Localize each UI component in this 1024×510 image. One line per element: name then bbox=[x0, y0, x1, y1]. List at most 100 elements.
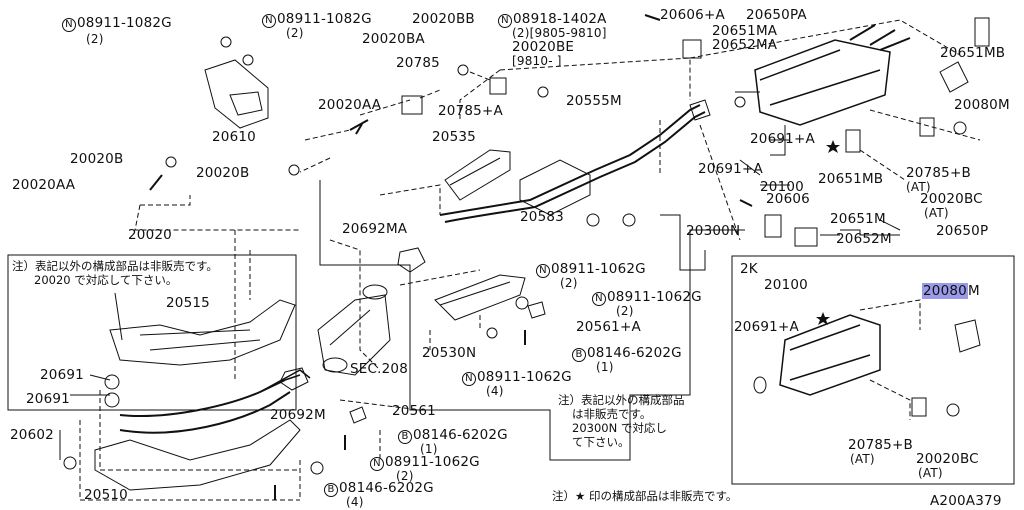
label-20300n: 20300N bbox=[686, 223, 741, 239]
label-20100-top: 20100 bbox=[760, 179, 804, 195]
label-20515: 20515 bbox=[166, 295, 210, 311]
label-20652m: 20652M bbox=[836, 231, 892, 247]
drawing-code: A200A379 bbox=[930, 493, 1002, 509]
front-pipe-flange bbox=[259, 369, 311, 393]
inset-nut-20020bc bbox=[946, 403, 960, 417]
nut-08911-1062g-e bbox=[310, 461, 324, 475]
main-muffler bbox=[754, 39, 891, 126]
bolt-20606 bbox=[644, 14, 753, 207]
catalytic-converter bbox=[317, 294, 391, 376]
label-20785b-top: 20785+B bbox=[906, 165, 971, 181]
nut-08911-1062g-d bbox=[486, 327, 498, 339]
label-20785a: 20785+A bbox=[438, 103, 503, 119]
inset-muffler bbox=[779, 314, 881, 396]
label-qty: (2) bbox=[560, 276, 578, 290]
cat-flange-bottom bbox=[322, 357, 348, 373]
inset-label-20080m[interactable]: 20080M bbox=[922, 283, 980, 299]
stud-20020aa-left bbox=[149, 174, 163, 191]
inset-code-label: 2K bbox=[740, 261, 758, 277]
nut-20020b-mid bbox=[288, 164, 300, 176]
label-20020bb: 20020BB bbox=[412, 11, 475, 27]
circle-n-mark: N bbox=[592, 292, 606, 306]
hanger-20651m bbox=[764, 214, 782, 238]
center-pipe-edge bbox=[444, 111, 706, 223]
label-20691-a: 20691 bbox=[40, 367, 84, 383]
highlighted-part-number[interactable]: 20080 bbox=[922, 283, 968, 299]
note-left-line-2: 20020 で対応して下さい。 bbox=[34, 273, 178, 287]
clamp-20785b bbox=[919, 117, 935, 137]
label-qty: (1) bbox=[420, 442, 438, 456]
label-20555m: 20555M bbox=[566, 93, 622, 109]
nut-08911-1062g-c bbox=[515, 296, 529, 310]
nut-08911-1062g-a bbox=[586, 213, 600, 227]
label-20651m: 20651M bbox=[830, 211, 886, 227]
gasket-20691-b bbox=[104, 392, 120, 408]
label-qty: (1) bbox=[596, 360, 614, 374]
label-20510: 20510 bbox=[84, 487, 128, 503]
label-20535: 20535 bbox=[432, 129, 476, 145]
circle-n-mark: N bbox=[370, 457, 384, 471]
presilencer bbox=[519, 159, 591, 216]
label-qty-date: (2)[9805-9810] bbox=[512, 26, 607, 40]
nut-08911-1062g-b bbox=[622, 213, 636, 227]
circle-n-mark: N bbox=[498, 14, 512, 28]
circle-n-mark: N bbox=[536, 264, 550, 278]
label-20691-b: 20691 bbox=[26, 391, 70, 407]
leader-muffler-solid bbox=[735, 91, 790, 186]
leader-mid bbox=[329, 184, 441, 371]
label-20020: 20020 bbox=[128, 227, 172, 243]
hanger-20651ma bbox=[682, 39, 702, 59]
label-at: (AT) bbox=[918, 466, 943, 480]
label-20020aa-left: 20020AA bbox=[12, 177, 76, 193]
note-left-line-1: 注）表記以外の構成部品は非販売です。 bbox=[12, 259, 218, 273]
label-20020ba: 20020BA bbox=[362, 31, 425, 47]
label-at: (AT) bbox=[906, 180, 931, 194]
leader-inset bbox=[859, 299, 921, 420]
label-20020aa-top: 20020AA bbox=[318, 97, 382, 113]
label-20606a: 20606+A bbox=[660, 7, 725, 23]
tail-finisher-top bbox=[939, 61, 969, 93]
label-date-range: [9810- ] bbox=[512, 54, 562, 68]
note-mid-line-2: は非販売です。 bbox=[572, 407, 652, 421]
circle-n-mark: N bbox=[462, 372, 476, 386]
hanger-20651mb bbox=[845, 129, 861, 153]
label-20785: 20785 bbox=[396, 55, 440, 71]
label-20650p: 20650P bbox=[936, 223, 989, 239]
label-20610: 20610 bbox=[212, 129, 256, 145]
label-20692m: 20692M bbox=[270, 407, 326, 423]
label-qty: (2) bbox=[286, 26, 304, 40]
leader-left-solid bbox=[59, 292, 123, 460]
front-pipe-20020 bbox=[119, 379, 291, 434]
gasket-20691a bbox=[734, 96, 746, 108]
label-at: (AT) bbox=[924, 206, 949, 220]
inset-label-20100: 20100 bbox=[764, 277, 808, 293]
inset-label-20020bc: 20020BC bbox=[916, 451, 979, 467]
bolt-08146-6202g bbox=[274, 330, 526, 500]
leader-heatshield bbox=[399, 269, 481, 350]
label-20080m-top: 20080M bbox=[954, 97, 1010, 113]
muffler-tail-tubes bbox=[849, 24, 911, 51]
label-20020be: 20020BE bbox=[512, 39, 575, 55]
flange-20555m bbox=[689, 99, 711, 121]
nut-20020b bbox=[165, 156, 177, 168]
label-20651mb-mid: 20651MB bbox=[818, 171, 884, 187]
frame-20300n-b bbox=[660, 214, 706, 271]
circle-b-mark: B bbox=[572, 348, 586, 362]
inset-label-20691a: 20691+A bbox=[734, 319, 799, 335]
leader-right bbox=[659, 120, 741, 241]
leader-bottom-left bbox=[79, 390, 300, 501]
nut-20020bc bbox=[953, 121, 967, 135]
frame-20555m bbox=[459, 57, 691, 120]
gasket-20692m bbox=[279, 367, 309, 391]
label-20691a-mid: 20691+A bbox=[698, 161, 763, 177]
label-20020b-mid: 20020B bbox=[196, 165, 250, 181]
nut-left-top bbox=[220, 36, 232, 48]
inset-label-20785b: 20785+B bbox=[848, 437, 913, 453]
heat-shield-20515 bbox=[109, 299, 296, 366]
